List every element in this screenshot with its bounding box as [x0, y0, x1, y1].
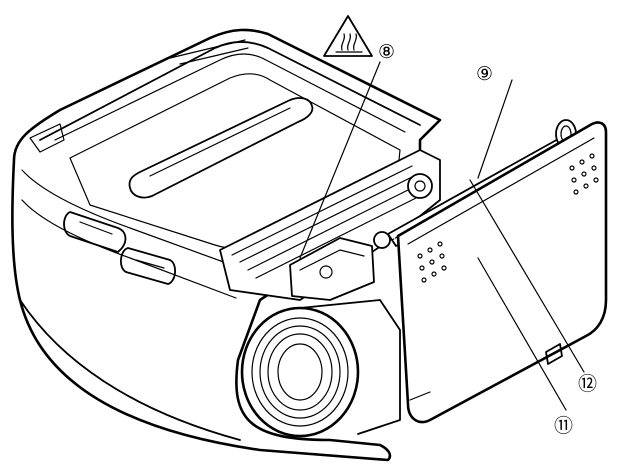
- paper-roll: [240, 299, 401, 438]
- leader-lines: [299, 61, 585, 411]
- callout-label-11: ⑪: [554, 415, 573, 437]
- cover-vent-holes-upper: [569, 153, 599, 195]
- hot-surface-warning-icon: [323, 15, 373, 57]
- printer-cover: [396, 121, 608, 424]
- print-mechanism: [219, 149, 441, 301]
- callout-label-12: ⑫: [578, 373, 597, 395]
- callout-label-8: ⑧: [378, 41, 395, 63]
- cover-vent-holes-lower: [417, 241, 447, 283]
- printer-housing: [11, 28, 442, 462]
- callout-label-9: ⑨: [476, 63, 493, 85]
